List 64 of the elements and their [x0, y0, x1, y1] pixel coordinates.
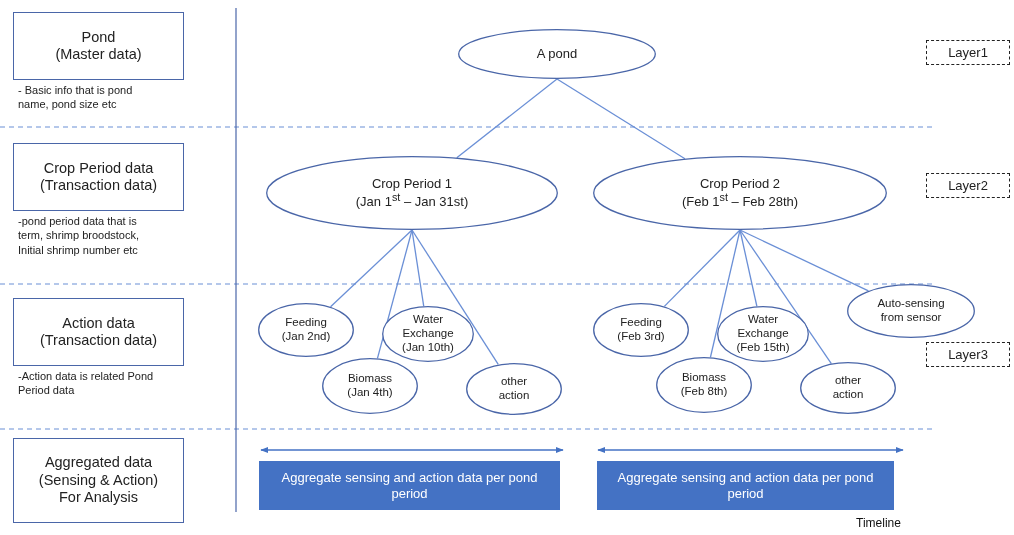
layer-description-box	[13, 298, 184, 366]
ellipse-node	[717, 306, 809, 362]
connector-line	[329, 229, 413, 308]
aggregate-bar	[597, 461, 894, 510]
node-text: Layer2	[948, 177, 988, 194]
node-text: (Jan 1$^{st}$ – Jan 31st)	[355, 191, 469, 211]
timeline-label: Timeline	[856, 516, 901, 530]
node-text: other action	[831, 374, 865, 402]
layer-tag	[926, 342, 1010, 367]
node-text: Biomass (Feb 8th)	[679, 371, 729, 399]
node-text: Aggregate sensing and action data per pond period	[616, 469, 875, 502]
connector-line	[709, 229, 741, 358]
node-text: Auto-sensing from sensor	[876, 297, 946, 325]
note-text: - Basic info that is pond name, pond size etc	[18, 83, 134, 112]
ellipse-node	[593, 303, 689, 357]
connector-line	[739, 229, 832, 365]
layer-description-box	[13, 438, 184, 523]
ellipse-node	[258, 303, 354, 357]
node-text: Feeding (Jan 2nd)	[280, 316, 332, 344]
layer-tag	[926, 40, 1010, 65]
layer-description-box	[13, 143, 184, 211]
note-text: -pond period data that is term, shrimp broodstock, Initial shrimp number etc	[18, 214, 141, 257]
ellipse-node	[847, 284, 975, 338]
connector-line	[411, 229, 499, 366]
ellipse-node	[322, 358, 418, 414]
node-text: Crop Period 2	[699, 175, 781, 192]
connector-line	[663, 229, 741, 308]
node-text: (Feb 1$^{st}$ – Feb 28th)	[681, 191, 799, 211]
node-text: A pond	[536, 46, 578, 62]
node-text: Feeding (Feb 3rd)	[616, 316, 666, 344]
ellipse-node	[466, 363, 562, 415]
node-text: other action	[497, 375, 531, 403]
node-text: Layer1	[948, 44, 988, 61]
connector-line	[456, 78, 558, 159]
node-text: Crop Period 1	[371, 175, 453, 192]
node-text: Biomass (Jan 4th)	[346, 372, 394, 400]
connector-line	[556, 78, 686, 160]
ellipse-node	[382, 306, 474, 362]
node-text: (Transaction data)	[39, 332, 158, 350]
node-text: Aggregated data	[44, 454, 153, 472]
ellipse-node	[458, 29, 656, 79]
connector-line	[376, 229, 413, 359]
layer-tag	[926, 173, 1010, 198]
node-text: Water Exchange (Feb 15th)	[735, 313, 791, 355]
node-text: For Analysis	[59, 489, 138, 507]
node-text: Layer3	[948, 346, 988, 363]
connector-line	[411, 229, 425, 307]
node-text: (Transaction data)	[39, 177, 158, 195]
ellipse-node	[800, 362, 896, 414]
ellipse-node	[593, 156, 887, 230]
connector-line	[739, 229, 870, 292]
node-text: Pond	[81, 28, 116, 46]
layer-description-box	[13, 12, 184, 80]
node-text: Aggregate sensing and action data per pond period	[280, 469, 539, 502]
node-text: (Master data)	[55, 46, 142, 64]
aggregate-bar	[259, 461, 560, 510]
note-text: -Action data is related Pond Period data	[18, 369, 154, 398]
connector-line	[739, 229, 758, 307]
node-text: Action data	[62, 314, 135, 332]
node-text: Water Exchange (Jan 10th)	[401, 313, 455, 355]
node-text: Crop Period data	[43, 159, 154, 177]
ellipse-node	[266, 156, 558, 230]
node-text: (Sensing & Action)	[38, 471, 159, 490]
ellipse-node	[656, 357, 752, 413]
